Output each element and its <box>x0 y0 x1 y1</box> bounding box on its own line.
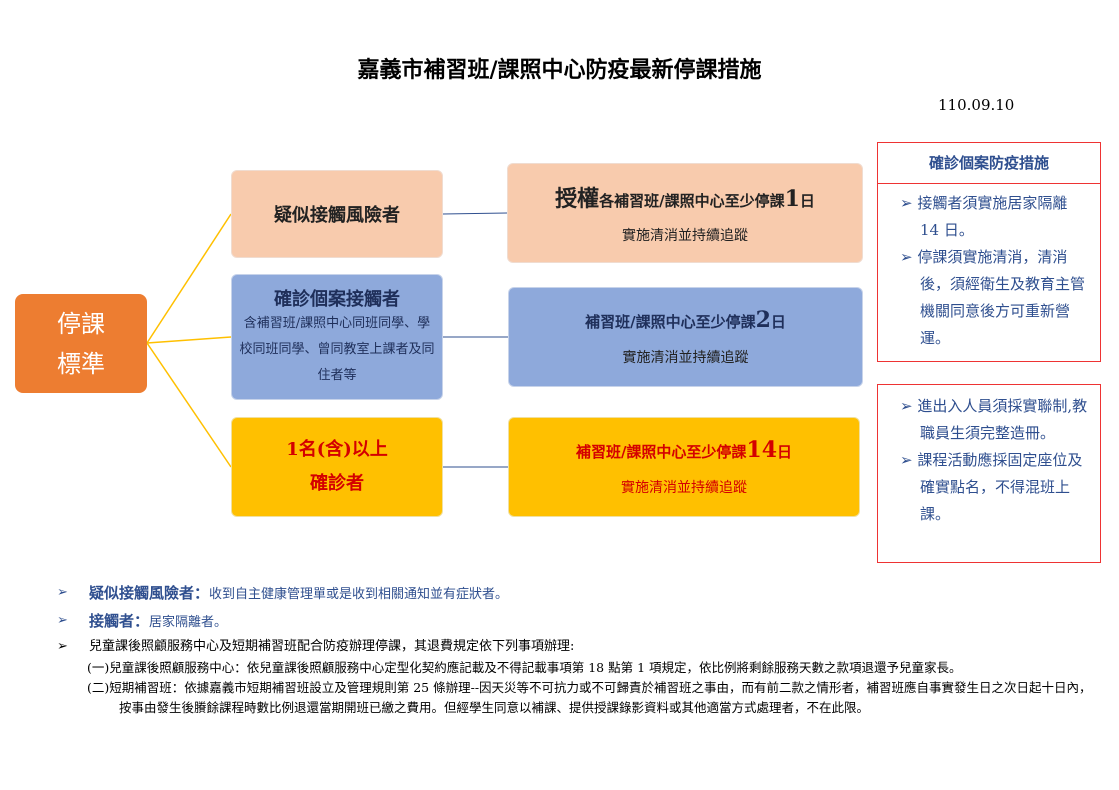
note-desc: 居家隔離者。 <box>149 615 228 630</box>
root-box: 停課 標準 <box>15 294 147 393</box>
row1-unit: 日 <box>799 192 815 210</box>
root-line2: 標準 <box>57 349 105 378</box>
row2-left-detail: 含補習班/課照中心同班同學、學校同班同學、曾同教室上課者及同住者等 <box>239 316 435 383</box>
side1-item: ➢ 接觸者須實施居家隔離 14 日。 <box>888 190 1088 244</box>
row1-left-box: 疑似接觸風險者 <box>231 170 443 258</box>
note-2: ➢ 接觸者：居家隔離者。 <box>57 608 1097 636</box>
side2-item: ➢ 進出入人員須採實聯制,教職員生須完整造冊。 <box>888 393 1088 447</box>
side1-item-text: 接觸者須實施居家隔離 14 日。 <box>917 194 1068 239</box>
connector-line <box>146 342 232 468</box>
row3-num: 14 <box>746 437 778 463</box>
side-box-2: ➢ 進出入人員須採實聯制,教職員生須完整造冊。 ➢ 課程活動應採固定座位及確實點… <box>877 384 1101 563</box>
row3-right-box: 補習班/課照中心至少停課14日 實施清消並持續追蹤 <box>508 417 860 517</box>
row1-right-box: 授權各補習班/課照中心至少停課1日 實施清消並持續追蹤 <box>507 163 863 263</box>
row2-right-box: 補習班/課照中心至少停課2日 實施清消並持續追蹤 <box>508 287 863 387</box>
row1-num: 1 <box>784 186 800 212</box>
row1-left-label: 疑似接觸風險者 <box>274 205 400 226</box>
connector-line <box>442 212 508 215</box>
side2-item-text: 課程活動應採固定座位及確實點名，不得混班上課。 <box>917 451 1083 523</box>
note-sub-2: (二)短期補習班：依據嘉義市短期補習班設立及管理規則第 25 條辦理--因天災等… <box>87 680 1092 715</box>
side1-header: 確診個案防疫措施 <box>878 143 1100 184</box>
arrow-icon: ➢ <box>57 613 68 628</box>
connector-line <box>146 336 232 344</box>
note-3: ➢ 兒童課後照顧服務中心及短期補習班配合防疫辦理停課，其退費規定依下列事項辦理: <box>57 636 1097 658</box>
row1-text: 各補習班/課照中心至少停課 <box>599 192 785 210</box>
row1-prefix: 授權 <box>555 186 600 212</box>
row2-num: 2 <box>755 307 771 333</box>
note-desc: 收到自主健康管理單或是收到相關通知並有症狀者。 <box>209 587 509 602</box>
root-line1: 停課 <box>57 309 105 338</box>
side1-item: ➢ 停課須實施清消，清消後，須經衛生及教育主管機關同意後方可重新營運。 <box>888 244 1088 352</box>
side-box-1: 確診個案防疫措施 ➢ 接觸者須實施居家隔離 14 日。 ➢ 停課須實施清消，清消… <box>877 142 1101 362</box>
row3-left-label: 1名(含)以上 <box>286 439 388 460</box>
row2-left-box: 確診個案接觸者 含補習班/課照中心同班同學、學校同班同學、曾同教室上課者及同住者… <box>231 274 443 400</box>
row2-left-label: 確診個案接觸者 <box>274 289 400 310</box>
arrow-icon: ➢ <box>900 397 918 415</box>
page-title: 嘉義市補習班/課照中心防疫最新停課措施 <box>357 57 762 83</box>
side2-item-text: 進出入人員須採實聯制,教職員生須完整造冊。 <box>917 397 1088 442</box>
row2-sub: 實施清消並持續追蹤 <box>622 350 749 366</box>
side1-item-text: 停課須實施清消，清消後，須經衛生及教育主管機關同意後方可重新營運。 <box>917 248 1086 347</box>
arrow-icon: ➢ <box>900 451 918 469</box>
notes: ➢ 疑似接觸風險者：收到自主健康管理單或是收到相關通知並有症狀者。 ➢ 接觸者：居家… <box>57 580 1097 718</box>
note-term: 疑似接觸風險者： <box>89 584 210 602</box>
row3-sub: 實施清消並持續追蹤 <box>621 480 747 496</box>
note-text: 兒童課後照顧服務中心及短期補習班配合防疫辦理停課，其退費規定依下列事項辦理: <box>89 639 575 654</box>
row3-left-box: 1名(含)以上 確診者 <box>231 417 443 517</box>
row1-sub: 實施清消並持續追蹤 <box>622 228 748 244</box>
arrow-icon: ➢ <box>900 194 918 212</box>
side2-item: ➢ 課程活動應採固定座位及確實點名，不得混班上課。 <box>888 447 1088 528</box>
arrow-icon: ➢ <box>900 248 918 266</box>
date: 110.09.10 <box>938 96 1015 114</box>
arrow-icon: ➢ <box>57 585 68 600</box>
row3-unit: 日 <box>777 443 793 461</box>
connector-line <box>146 213 232 344</box>
row2-text: 補習班/課照中心至少停課 <box>585 313 756 331</box>
row3-left-label2: 確診者 <box>310 473 364 494</box>
row2-unit: 日 <box>770 313 786 331</box>
note-1: ➢ 疑似接觸風險者：收到自主健康管理單或是收到相關通知並有症狀者。 <box>57 580 1097 608</box>
note-term: 接觸者： <box>89 612 150 630</box>
row3-text: 補習班/課照中心至少停課 <box>575 443 747 461</box>
arrow-icon: ➢ <box>57 639 68 654</box>
note-sub-1: (一)兒童課後照顧服務中心：依兒童課後照顧服務中心定型化契約應記載及不得記載事項… <box>87 660 962 675</box>
